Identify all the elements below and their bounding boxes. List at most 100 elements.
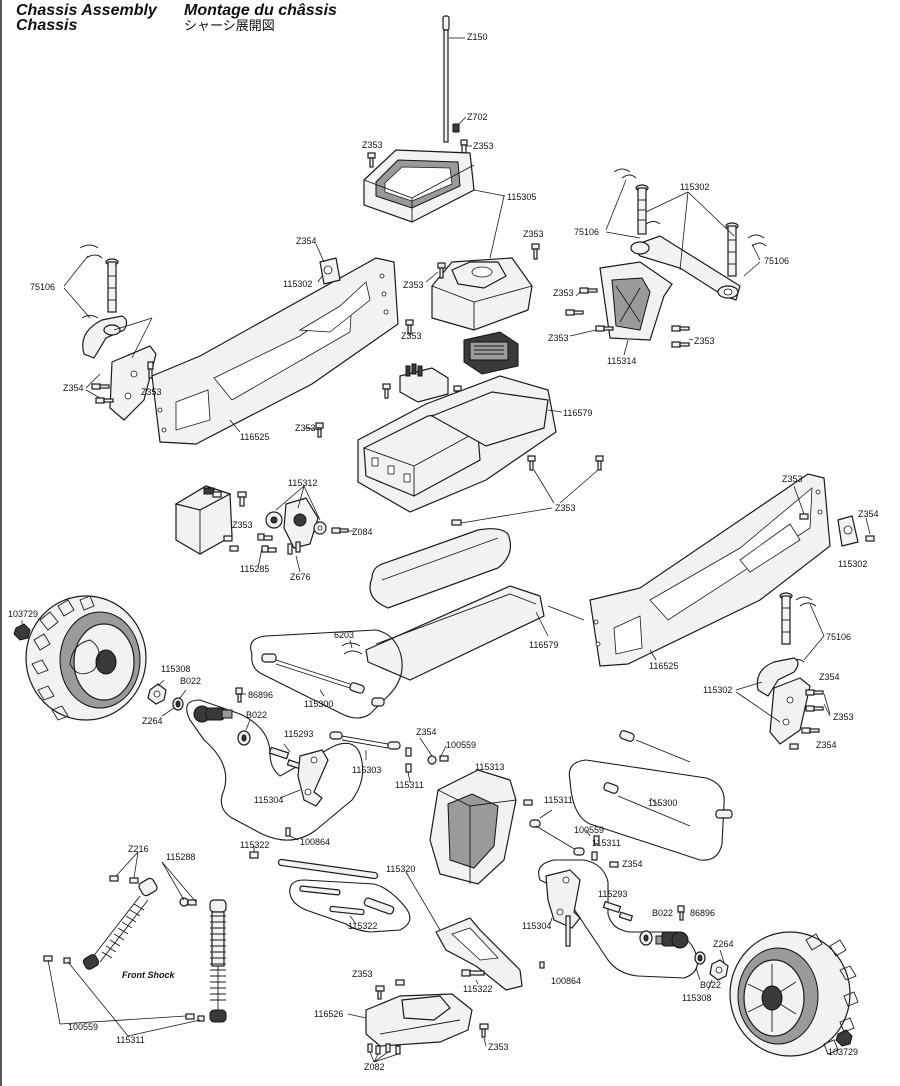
lower-arm-115320 (405, 871, 523, 991)
label-103729-b: 103729 (828, 1047, 858, 1057)
front-axle-stub-right (655, 931, 689, 949)
screw-z353-box (425, 262, 446, 283)
kingpin-115293-right (602, 900, 634, 922)
label-z354-e: Z354 (416, 727, 437, 737)
label-b022-a: B022 (180, 676, 201, 686)
screw-z702 (452, 116, 467, 133)
screw-z353-tray-b (595, 455, 604, 471)
label-z353-a: Z353 (473, 141, 494, 151)
label-z702: Z702 (467, 112, 488, 122)
label-115322-a: 115322 (240, 840, 269, 850)
label-115308-b: 115308 (682, 993, 711, 1003)
screws-front-left (85, 361, 154, 404)
rear-right-mount-arm (735, 657, 811, 745)
ball-stud-115311-right (585, 829, 619, 868)
steering-knuckle-right (545, 869, 581, 929)
turnbuckle-rod-left (261, 653, 385, 707)
screw-z353-tray-c (451, 519, 462, 526)
label-z353-c: Z353 (523, 229, 544, 239)
label-103729-a: 103729 (8, 609, 38, 619)
screw-z353-box-right (531, 243, 540, 260)
front-left-bodypost (63, 244, 119, 319)
label-115322-b: 115322 (348, 921, 377, 931)
label-100559-b: 100559 (574, 825, 604, 835)
battery-tray (357, 375, 563, 513)
title-japanese: シャーシ展開図 (184, 19, 275, 34)
screw-z353-mid-c (405, 319, 414, 335)
plate-mount-115302-left (315, 243, 341, 285)
page-edge-line (0, 0, 2, 1086)
label-75106-b: 75106 (764, 256, 789, 266)
label-115302-d: 115302 (703, 685, 732, 695)
front-shock-label: Front Shock (122, 970, 175, 980)
label-100559-a: 100559 (446, 740, 476, 750)
label-100864-a: 100864 (300, 837, 330, 847)
antenna-tube (442, 15, 465, 143)
rear-body-mount (599, 261, 673, 356)
title-french: Montage du châssis (184, 2, 337, 19)
front-axle-stub (193, 705, 233, 723)
label-z353-l: Z353 (555, 503, 576, 513)
label-z082: Z082 (364, 1062, 385, 1072)
label-115313: 115313 (475, 762, 504, 772)
label-z150: Z150 (467, 32, 488, 42)
label-115293-b: 115293 (598, 889, 627, 899)
turnbuckle-rod-right (603, 730, 733, 827)
bearing-b022-inner-left (237, 719, 251, 746)
skid-plate-116526 (347, 993, 473, 1047)
label-116525-a: 116525 (240, 432, 269, 442)
steering-servo (174, 485, 233, 555)
label-115285: 115285 (240, 564, 269, 574)
screw-bulkhead-side (523, 799, 533, 806)
label-116579-b: 116579 (529, 640, 558, 650)
label-z354-c: Z354 (858, 509, 879, 519)
label-115311-c: 115311 (592, 838, 621, 848)
hex-hub-left (147, 679, 167, 705)
label-z353-o: Z353 (352, 969, 373, 979)
bearing-b022-inner-right (639, 930, 653, 946)
label-115304-a: 115304 (254, 795, 283, 805)
servo-saver (265, 485, 327, 549)
screw-86896-right (677, 905, 685, 921)
label-115300-b: 115300 (648, 798, 677, 808)
label-115302-a: 115302 (680, 182, 709, 192)
shock-mount-screws (43, 851, 205, 1037)
screw-86896-left (235, 687, 246, 703)
rear-body-mount-arm (630, 235, 741, 301)
left-chassis-plate (151, 257, 399, 445)
screws-rear-right (789, 689, 831, 750)
front-right-wheel (729, 931, 859, 1057)
body-post-right (725, 222, 739, 277)
screws-rear-mount (565, 287, 694, 348)
label-115302-c: 115302 (838, 559, 867, 569)
screw-z353-tray-a (527, 455, 536, 471)
label-86896-a: 86896 (248, 690, 273, 700)
label-115320: 115320 (386, 864, 415, 874)
part-6203 (341, 639, 363, 655)
label-116525-b: 116525 (649, 661, 678, 671)
label-115312: 115312 (288, 478, 317, 488)
label-116526: 116526 (314, 1009, 343, 1019)
label-116579-a: 116579 (563, 408, 592, 418)
front-bulkhead (429, 769, 517, 885)
label-75106-c: 75106 (30, 282, 55, 292)
label-100559-c: 100559 (68, 1022, 98, 1032)
pin-100864-left (285, 827, 299, 841)
battery-holder-bar (365, 585, 585, 681)
steering-link-115303 (329, 731, 401, 760)
label-115303: 115303 (352, 765, 381, 775)
bearing-b022-left (161, 689, 187, 717)
rear-right-bodypost (779, 592, 825, 663)
label-z264-b: Z264 (713, 939, 734, 949)
label-z353-h: Z353 (694, 336, 715, 346)
label-75106-a: 75106 (574, 227, 599, 237)
label-z353-d: Z353 (403, 280, 424, 290)
label-z353-f: Z353 (401, 331, 422, 341)
label-115300-a: 115300 (304, 699, 333, 709)
front-shock-right (209, 899, 227, 1023)
front-left-mount-arm (82, 315, 157, 421)
label-z353-n: Z353 (833, 712, 854, 722)
label-z354-g: Z354 (622, 859, 643, 869)
label-z353-g: Z353 (548, 333, 569, 343)
label-z353-b: Z353 (362, 140, 383, 150)
